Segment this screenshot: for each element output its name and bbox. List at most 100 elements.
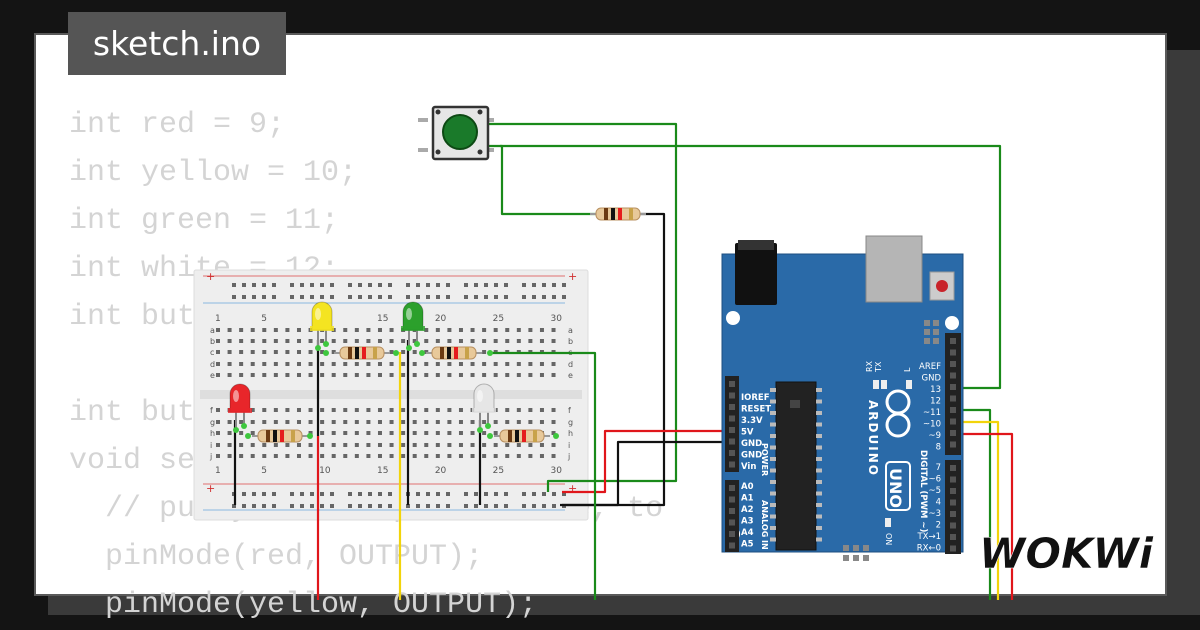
rail-hole — [464, 295, 468, 299]
rail-hole — [368, 295, 372, 299]
terminal-hole — [505, 454, 510, 458]
rail-hole — [542, 283, 546, 287]
terminal-hole — [447, 339, 452, 343]
rail-hole — [504, 504, 508, 508]
column-number: 25 — [493, 466, 504, 476]
status-led — [906, 380, 912, 389]
rail-hole — [272, 295, 276, 299]
terminal-hole — [216, 420, 220, 424]
code-line: pinMode(yellow, OUTPUT); — [69, 588, 538, 622]
on-label: ON — [884, 533, 893, 545]
rail-hole — [330, 504, 334, 508]
terminal-hole — [447, 443, 452, 447]
terminal-hole — [377, 443, 382, 447]
terminal-hole — [493, 443, 498, 447]
chip-pin — [770, 514, 776, 519]
terminal-hole — [435, 373, 440, 377]
analog-pin-label: A3 — [741, 517, 754, 527]
terminal-hole — [458, 339, 463, 343]
terminal-hole — [412, 373, 417, 377]
chip-pin — [816, 411, 822, 415]
led-dome — [229, 383, 251, 413]
header-pin — [729, 450, 735, 456]
analog-pin-label: A0 — [741, 482, 754, 492]
terminal-hole — [216, 362, 220, 366]
resistor-band — [522, 430, 526, 442]
analog-pin-label: A2 — [741, 505, 754, 515]
rail-hole — [484, 283, 488, 287]
terminal-hole — [239, 454, 244, 458]
rail-hole — [474, 504, 478, 508]
terminal-hole — [505, 339, 510, 343]
terminal-hole — [354, 408, 359, 412]
header-pin — [950, 465, 956, 471]
rail-hole — [378, 492, 382, 496]
terminal-hole — [482, 420, 487, 424]
wire-green-led — [488, 351, 597, 600]
terminal-hole — [227, 420, 232, 424]
breadboard: ++++115510101515202025253030aabbccddeeff… — [193, 269, 589, 521]
terminal-hole — [343, 454, 348, 458]
resistor-band — [629, 208, 633, 220]
power-pin-label: IOREF — [741, 393, 770, 403]
terminal-hole — [389, 362, 394, 366]
rail-hole — [562, 492, 566, 496]
wire-pin11 — [955, 408, 992, 600]
terminal-hole — [424, 408, 429, 412]
header-pin-label: ~5 — [928, 486, 941, 496]
breadboard-center-channel — [200, 390, 582, 399]
resistor-band — [291, 430, 295, 442]
rail-hole — [484, 492, 488, 496]
l-label: L — [903, 367, 912, 372]
power-pin-label: 5V — [741, 428, 754, 438]
terminal-hole — [389, 454, 394, 458]
file-tab[interactable]: sketch.ino — [68, 12, 286, 75]
mounting-hole — [726, 311, 740, 325]
rail-hole — [242, 492, 246, 496]
terminal-hole — [412, 350, 417, 354]
terminal-hole — [262, 408, 267, 412]
resistor-band — [362, 347, 366, 359]
terminal-hole — [250, 408, 255, 412]
terminal-hole — [216, 339, 220, 343]
terminal-hole — [401, 362, 406, 366]
terminal-hole — [296, 350, 301, 354]
rail-hole — [436, 504, 440, 508]
terminal-hole — [458, 328, 463, 332]
terminal-hole — [308, 350, 313, 354]
rail-hole — [358, 295, 362, 299]
header-pin — [729, 438, 735, 445]
resistor-band — [604, 208, 608, 220]
column-number: 10 — [319, 466, 331, 476]
icsp-pin — [843, 545, 849, 551]
terminal-hole — [262, 350, 267, 354]
terminal-hole — [412, 339, 417, 343]
icsp-pin — [853, 555, 859, 561]
terminal-hole — [435, 328, 440, 332]
icsp-pin — [863, 545, 869, 551]
terminal-hole — [239, 443, 244, 447]
header-pin — [729, 381, 735, 387]
terminal-hole — [458, 443, 463, 447]
wire-pin9 — [955, 432, 1014, 600]
terminal-hole — [470, 339, 475, 343]
rail-hole — [416, 492, 420, 496]
terminal-hole — [470, 443, 475, 447]
rail-hole — [378, 295, 382, 299]
terminal-hole — [331, 443, 336, 447]
pin-dot — [393, 350, 399, 356]
terminal-hole — [216, 431, 220, 435]
chip-pin — [770, 526, 776, 530]
rail-hole — [416, 504, 420, 508]
terminal-hole — [482, 454, 487, 458]
pushbutton-leg — [418, 148, 428, 152]
terminal-hole — [296, 443, 301, 447]
terminal-hole — [239, 350, 244, 354]
resistor-band — [355, 347, 359, 359]
terminal-hole — [458, 454, 463, 458]
terminal-hole — [516, 339, 521, 343]
terminal-hole — [470, 431, 475, 435]
atmega-chip — [775, 381, 817, 551]
terminal-hole — [377, 408, 382, 412]
